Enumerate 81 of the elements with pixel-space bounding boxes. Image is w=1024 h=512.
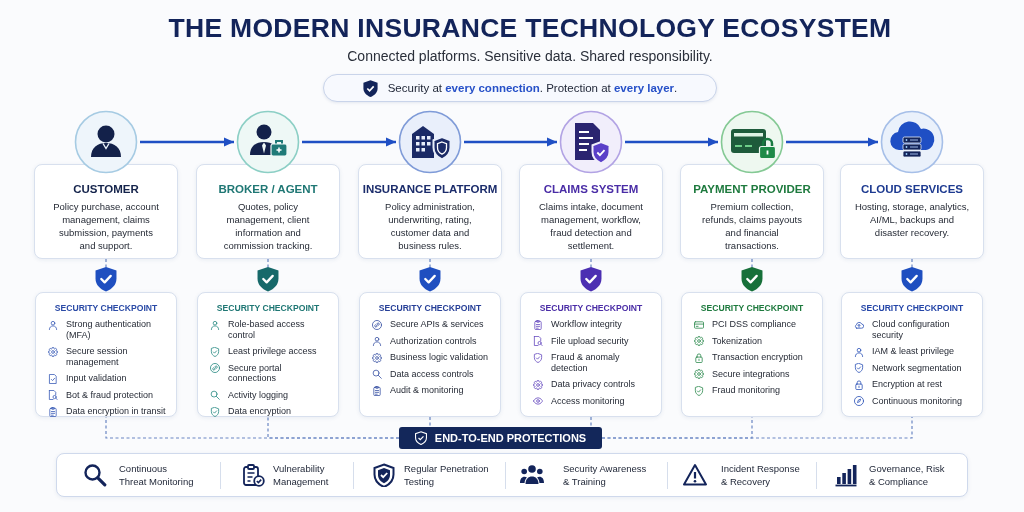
checkpoint-item: Cloud configuration security <box>872 319 951 340</box>
flow-arrow <box>786 137 878 147</box>
platform-card <box>519 164 663 259</box>
checkpoint-item: PCI DSS compliance <box>712 319 798 330</box>
checkpoint-item: Audit & monitoring <box>390 385 465 396</box>
checkpoint-title: SECURITY CHECKPOINT <box>378 303 482 313</box>
card-title: PAYMENT PROVIDER <box>693 182 811 196</box>
tagline: Security at every connection. Protection at every layer. <box>387 82 678 94</box>
protection-item: Regular Penetration Testing <box>404 463 490 488</box>
checkpoint-item: Data encryption <box>228 406 293 417</box>
checkpoint-item: Activity logging <box>228 389 290 400</box>
protection-item: Continuous Threat Monitoring <box>119 463 195 488</box>
title: THE MODERN INSURANCE TECHNOLOGY ECOSYSTEM <box>167 12 893 44</box>
checkpoint-item: IAM & least privilege <box>872 346 956 357</box>
card-description: Policy purchase, account management, claims submission, payments and support. <box>52 200 160 252</box>
platform-card <box>196 164 340 259</box>
checkpoint-item: Continuous monitoring <box>872 395 964 406</box>
card-title: BROKER / AGENT <box>218 182 318 196</box>
card-description: Premium collection, refunds, claims payouts and financial transactions. <box>701 200 803 252</box>
checkpoint-title: SECURITY CHECKPOINT <box>54 303 158 313</box>
checkpoint-item: Input validation <box>66 373 128 384</box>
section-banner <box>399 427 602 449</box>
checkpoint-item: Transaction encryption <box>712 352 804 363</box>
checkpoint-item: Business logic validation <box>390 352 490 363</box>
dashed-connector <box>429 416 431 428</box>
checkpoint-item: Bot & fraud protection <box>66 389 155 400</box>
platform-card <box>34 164 178 259</box>
checkpoint-item: Secure session management <box>66 346 129 367</box>
card-title: CLAIMS SYSTEM <box>543 182 639 196</box>
checkpoint-item: Data encryption in transit <box>66 406 167 417</box>
checkpoint-panel <box>35 292 177 417</box>
checkpoint-panel <box>520 292 662 417</box>
dashed-connector <box>267 416 400 439</box>
card-description: Quotes, policy management, client information and commission tracking. <box>222 200 314 252</box>
checkpoint-item: Secure integrations <box>712 368 791 379</box>
card-title: INSURANCE PLATFORM <box>362 182 498 196</box>
checkpoint-panel <box>359 292 501 417</box>
checkpoint-panel <box>681 292 823 417</box>
checkpoint-title: SECURITY CHECKPOINT <box>860 303 964 313</box>
checkpoint-item: Secure portal connections <box>228 362 283 384</box>
card-title: CLOUD SERVICES <box>861 182 963 196</box>
checkpoint-item: Strong authentication (MFA) <box>66 319 153 340</box>
checkpoint-item: Tokenization <box>712 335 764 346</box>
protection-item: Security Awareness & Training <box>563 463 648 488</box>
checkpoint-item: File upload security <box>551 335 630 346</box>
checkpoint-title: SECURITY CHECKPOINT <box>539 303 643 313</box>
checkpoint-item: Data privacy controls <box>551 379 637 390</box>
checkpoint-item: Encryption at rest <box>872 379 944 390</box>
subtitle: Connected platforms. Sensitive data. Shared responsibility. <box>346 47 714 66</box>
flow-arrow <box>625 137 718 147</box>
flow-arrow <box>464 137 557 147</box>
checkpoint-item: Data access controls <box>390 368 475 379</box>
checkpoint-item: Least privilege access <box>228 346 318 357</box>
platform-card <box>840 164 984 259</box>
platform-card <box>680 164 824 259</box>
banner-title: END-TO-END PROTECTIONS <box>434 432 587 444</box>
dashed-connector <box>590 416 592 428</box>
card-description: Policy administration, underwriting, rating, customer data and business rules. <box>384 200 476 252</box>
checkpoint-item: Role-based access control <box>228 319 306 340</box>
checkpoint-item: Fraud & anomaly detection <box>551 352 621 373</box>
checkpoint-item: Network segmentation <box>872 362 963 373</box>
protection-item: Incident Response & Recovery <box>721 463 801 488</box>
protection-item: Vulnerability Management <box>273 463 330 488</box>
protections-panel <box>56 453 968 497</box>
checkpoint-panel <box>197 292 339 417</box>
protection-item: Governance, Risk & Compliance <box>869 463 946 488</box>
checkpoint-title: SECURITY CHECKPOINT <box>216 303 320 313</box>
card-description: Hosting, storage, analytics, AI/ML, backups and disaster recovery. <box>854 200 970 239</box>
checkpoint-item: Authorization controls <box>390 335 478 346</box>
card-description: Claims intake, document management, workflow, fraud detection and settlement. <box>538 200 644 252</box>
tagline-pill <box>323 74 717 102</box>
checkpoint-item: Secure APIs & services <box>390 319 485 330</box>
checkpoint-item: Workflow integrity <box>551 319 623 330</box>
card-title: CUSTOMER <box>73 182 139 196</box>
flow-arrow <box>302 137 396 147</box>
flow-arrow <box>140 137 234 147</box>
checkpoint-panel <box>841 292 983 417</box>
checkpoint-item: Fraud monitoring <box>712 385 782 396</box>
platform-card <box>358 164 502 259</box>
checkpoint-title: SECURITY CHECKPOINT <box>700 303 804 313</box>
checkpoint-item: Access monitoring <box>551 395 626 406</box>
